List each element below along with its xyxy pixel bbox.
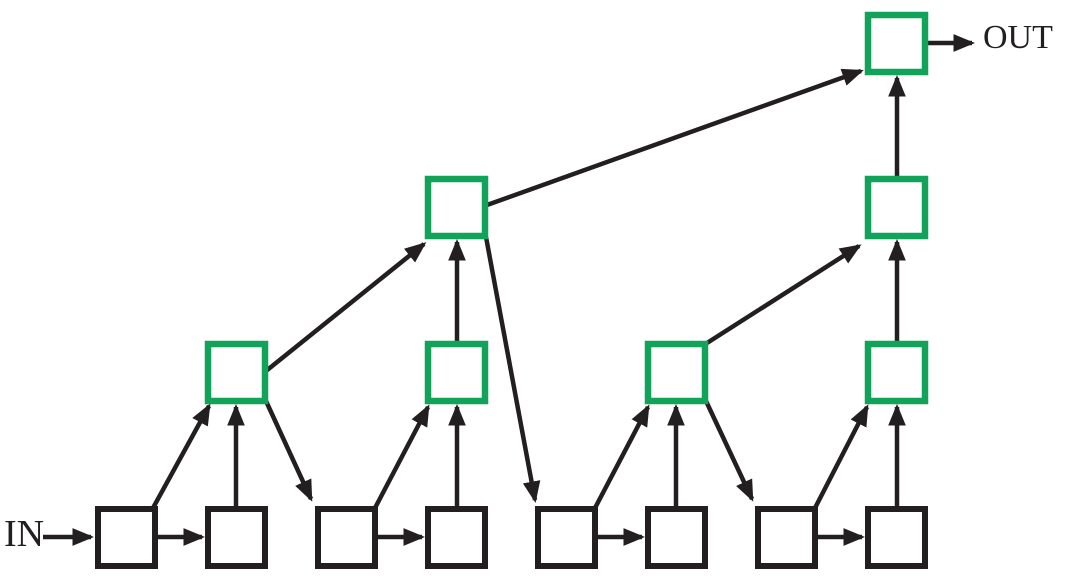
edge-b3-to-g2-arrow [373, 404, 430, 510]
node-b6-cell-box [645, 506, 708, 569]
node-b1-cell-box [95, 506, 158, 569]
edge-b7-to-g4-arrow [812, 404, 870, 510]
node-g1-combiner-box [204, 340, 269, 405]
node-b4-cell-box [425, 506, 488, 569]
node-h2-combiner-box [864, 175, 929, 240]
node-b3-cell-box [315, 506, 378, 569]
edge-g3-to-b7-arrow [703, 400, 755, 502]
edge-g1-to-b3-arrow [263, 400, 314, 502]
node-t1-combiner-box [864, 11, 929, 76]
edge-g3-to-h2-arrow [705, 244, 862, 345]
edge-b1-to-g1-arrow [151, 403, 211, 510]
edge-g1-to-h1-arrow [264, 242, 427, 373]
edge-b5-to-g3-arrow [593, 404, 650, 510]
edges-layer [43, 34, 976, 546]
node-h1-combiner-box [424, 175, 489, 240]
out-label: OUT [983, 19, 1053, 56]
node-g2-combiner-box [424, 340, 489, 405]
node-b8-cell-box [865, 506, 928, 569]
nodes-layer [95, 11, 929, 569]
node-g4-combiner-box [864, 340, 929, 405]
node-b5-cell-box [535, 506, 598, 569]
node-g3-combiner-box [644, 340, 709, 405]
node-b2-cell-box [205, 506, 268, 569]
node-b7-cell-box [755, 506, 818, 569]
in-label: IN [4, 513, 44, 555]
edge-h1-to-b5-arrow [483, 236, 541, 503]
labels-layer: IN OUT [4, 19, 1053, 555]
edge-h1-to-t1-arrow [486, 68, 864, 208]
